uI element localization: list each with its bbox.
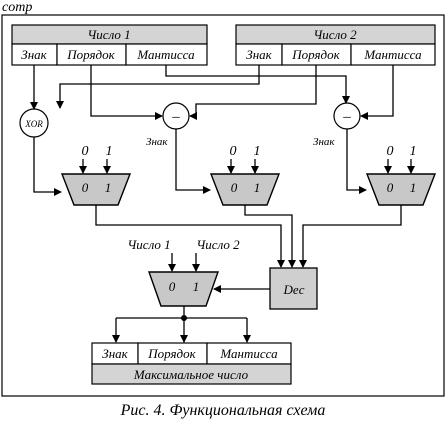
- mux3-const0: 0: [387, 144, 394, 159]
- mux2-const0: 0: [230, 144, 237, 159]
- final-mux-label1: 1: [193, 279, 200, 294]
- corner-label: comp: [2, 0, 32, 15]
- output-wires: [112, 306, 251, 343]
- mux2-body: [209, 173, 281, 206]
- decoder-input-wires: [95, 205, 402, 268]
- number1-exponent-label: Порядок: [66, 47, 115, 62]
- mux1-const0: 0: [82, 144, 89, 159]
- diagram-frame: [1, 14, 445, 397]
- sub-mant-sign-label: Знак: [313, 136, 335, 148]
- wire-mant2-sub: [360, 65, 394, 120]
- result-title: Максимальное число: [133, 367, 249, 382]
- subtractor-exponent: – Знак: [146, 102, 190, 148]
- sub-exp-sign-label: Знак: [146, 136, 168, 148]
- final-mux-label0: 0: [169, 279, 176, 294]
- mux1-body: [60, 173, 132, 206]
- result-sign-label: Знак: [102, 346, 128, 361]
- mux3-label1: 1: [410, 180, 417, 195]
- wire-mux2-dec: [244, 205, 296, 268]
- mux1-const1: 1: [106, 144, 113, 159]
- mux3-body: [365, 173, 437, 206]
- subtractor-mantissa: – Знак: [313, 102, 361, 148]
- number2-sign-label: Знак: [246, 47, 272, 62]
- gate-wires: [33, 129, 367, 196]
- wire-exp2-sub: [189, 65, 317, 120]
- mux-3: 0 1 0 1: [365, 144, 437, 206]
- mux3-label0: 0: [387, 180, 394, 195]
- number1-register: Число 1 Знак Порядок Мантисса: [11, 24, 208, 66]
- register-wires: [30, 65, 394, 120]
- mux-1: 0 1 0 1: [60, 144, 132, 206]
- number1-mantissa-label: Мантисса: [136, 47, 195, 62]
- decoder-label: Dec: [283, 282, 305, 297]
- number2-mantissa-label: Мантисса: [363, 47, 422, 62]
- final-mux: Число 1 Число 2 0 1: [127, 237, 270, 307]
- final-mux-input1-label: Число 1: [127, 237, 170, 252]
- final-mux-body: [148, 271, 219, 307]
- result-mantissa-label: Мантисса: [219, 346, 278, 361]
- final-mux-input2-label: Число 2: [196, 237, 240, 252]
- mux2-label1: 1: [254, 180, 261, 195]
- mux2-const1: 1: [254, 144, 261, 159]
- number2-title: Число 2: [313, 27, 357, 42]
- wire-exp1-sub: [90, 65, 163, 120]
- result-register: Знак Порядок Мантисса Максимальное число: [91, 342, 292, 385]
- number2-register: Число 2 Знак Порядок Мантисса: [235, 24, 436, 66]
- mux2-label0: 0: [231, 180, 238, 195]
- wire-subexp-mux2: [175, 129, 211, 194]
- number1-title: Число 1: [87, 27, 130, 42]
- wire-mux3-dec: [299, 205, 402, 268]
- mux-2: 0 1 0 1: [209, 144, 281, 206]
- result-exponent-label: Порядок: [147, 346, 196, 361]
- wire-submant-mux3: [346, 129, 367, 194]
- mux1-label0: 0: [82, 180, 89, 195]
- decoder: Dec: [269, 267, 318, 310]
- decoder-box: [269, 267, 318, 310]
- sub-mant-symbol: –: [342, 109, 351, 125]
- sub-exp-symbol: –: [171, 109, 180, 125]
- wire-mant1-sub: [165, 65, 350, 104]
- wire-mux1-dec: [95, 205, 285, 268]
- mux1-label1: 1: [105, 180, 112, 195]
- result-title-cell: [91, 363, 292, 385]
- number2-exponent-label: Порядок: [291, 47, 340, 62]
- wire-xor-mux1: [33, 137, 62, 196]
- xor-gate: XOR: [19, 108, 49, 138]
- xor-label: XOR: [24, 119, 43, 129]
- wire-sign2-xor: [56, 65, 260, 109]
- number1-sign-label: Знак: [21, 47, 47, 62]
- mux3-const1: 1: [410, 144, 417, 159]
- figure-caption: Рис. 4. Функциональная схема: [120, 402, 326, 419]
